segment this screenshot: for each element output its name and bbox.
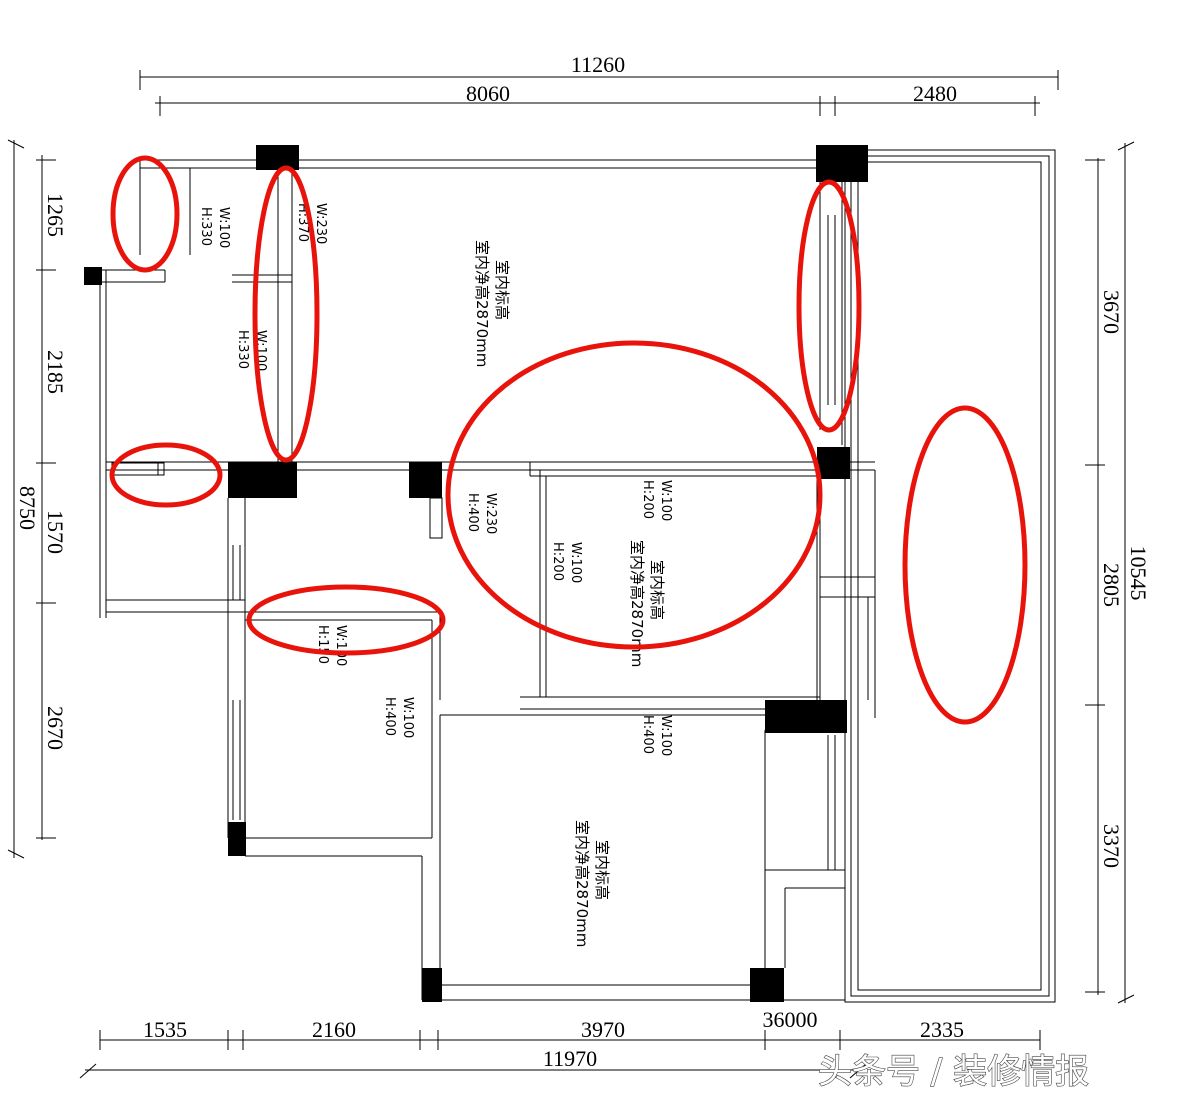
column [84, 267, 102, 285]
dim-top-left: 8060 [466, 81, 510, 106]
dim-top-right: 2480 [913, 81, 957, 106]
dim-right-total: 10545 [1126, 546, 1151, 601]
opening-1-width: W:100 [216, 207, 231, 248]
highlight-ellipse [109, 442, 223, 508]
dim-bottom-3: 3970 [581, 1017, 625, 1042]
opening-4-width: W:230 [483, 493, 498, 534]
highlight-ellipse [246, 584, 446, 656]
dim-top-total: 11260 [571, 52, 625, 77]
highlight-marks [109, 155, 1028, 725]
room-2-height: 室内净高2870mm [628, 540, 646, 667]
dim-bottom-4: 36000 [763, 1007, 818, 1032]
structural-columns [84, 145, 868, 1002]
dim-bottom-1: 1535 [143, 1017, 187, 1042]
room-3-height: 室内净高2870mm [573, 820, 591, 947]
dimension-lines [7, 70, 1135, 1079]
opening-9-width: W:100 [658, 715, 673, 756]
opening-7-width: W:100 [333, 625, 348, 666]
room-3-elevation: 室内标高 [593, 840, 611, 900]
dim-right-2: 2805 [1099, 563, 1124, 607]
column [817, 447, 850, 479]
opening-7-height: H:150 [315, 625, 330, 664]
dim-right-3: 3370 [1099, 824, 1124, 868]
opening-5-width: W:100 [658, 480, 673, 521]
dim-left-total: 8750 [15, 486, 40, 530]
dim-left-1: 1265 [43, 193, 68, 237]
opening-8-width: W:100 [400, 697, 415, 738]
opening-6-width: W:100 [568, 542, 583, 583]
room-note-3: 室内标高 室内净高2870mm [573, 820, 611, 947]
column [228, 822, 246, 856]
highlight-ellipse [796, 179, 862, 433]
dim-left-3: 1570 [43, 510, 68, 554]
highlight-ellipse [902, 405, 1028, 725]
dim-bottom-5: 2335 [920, 1017, 964, 1042]
opening-8-height: H:400 [382, 697, 397, 736]
opening-9-height: H:400 [640, 715, 655, 754]
room-1-elevation: 室内标高 [493, 260, 511, 320]
dim-left-2: 2185 [43, 350, 68, 394]
opening-4-height: H:400 [465, 493, 480, 532]
watermark: 头条号 / 装修情报 [818, 1052, 1089, 1092]
column [765, 700, 847, 733]
highlight-ellipse [252, 165, 320, 463]
column [256, 145, 299, 170]
opening-2-width: W:230 [313, 203, 328, 244]
dim-right-1: 3670 [1099, 290, 1124, 334]
dim-left-4: 2670 [43, 706, 68, 750]
column [816, 145, 868, 182]
column [422, 968, 442, 1002]
room-2-elevation: 室内标高 [648, 560, 666, 620]
walls [99, 149, 1056, 1003]
room-1-height: 室内净高2870mm [473, 240, 491, 367]
opening-5-height: H:200 [640, 480, 655, 519]
opening-labels: W:100 H:330 W:230 H:370 W:100 H:330 W:23… [198, 203, 673, 756]
column [228, 462, 297, 498]
room-note-1: 室内标高 室内净高2870mm [473, 240, 511, 367]
opening-6-height: H:200 [550, 542, 565, 581]
dim-bottom-total: 11970 [543, 1046, 597, 1071]
room-note-2: 室内标高 室内净高2870mm [628, 540, 666, 667]
opening-3-height: H:330 [235, 330, 250, 369]
column [409, 462, 442, 498]
opening-1-height: H:330 [198, 207, 213, 246]
dim-bottom-2: 2160 [312, 1017, 356, 1042]
column [750, 968, 784, 1002]
highlight-ellipse [445, 340, 823, 650]
highlight-ellipse [110, 155, 180, 273]
